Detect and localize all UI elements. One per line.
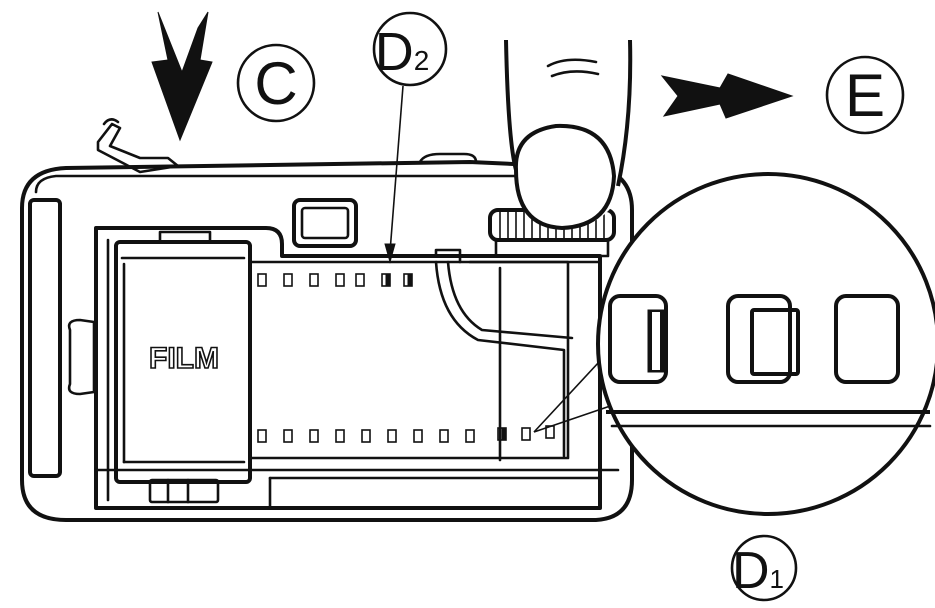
svg-text:D2: D2	[375, 22, 430, 82]
label-d1-callout: D1	[730, 534, 798, 602]
film-bottom-sprocket-holes	[257, 425, 555, 443]
label-e: E	[845, 62, 885, 129]
press-down-arrow	[151, 11, 213, 142]
label-c-callout: C	[236, 43, 316, 123]
label-d2-callout: D2	[372, 11, 448, 264]
label-e-callout: E	[825, 55, 905, 135]
svg-text:D1: D1	[732, 542, 784, 600]
magnified-inset	[533, 172, 935, 516]
label-d1-sub: 1	[770, 564, 784, 594]
film-top-sprocket-holes	[257, 273, 413, 287]
finger-icon	[504, 20, 633, 230]
label-d2-sub: 2	[414, 45, 430, 76]
film-label: FILM	[149, 342, 219, 375]
slide-right-arrow	[660, 73, 794, 119]
camera-body: FILM	[20, 118, 634, 522]
label-d2-main: D	[375, 22, 414, 82]
label-d1-main: D	[732, 542, 770, 600]
label-c: C	[254, 50, 297, 117]
